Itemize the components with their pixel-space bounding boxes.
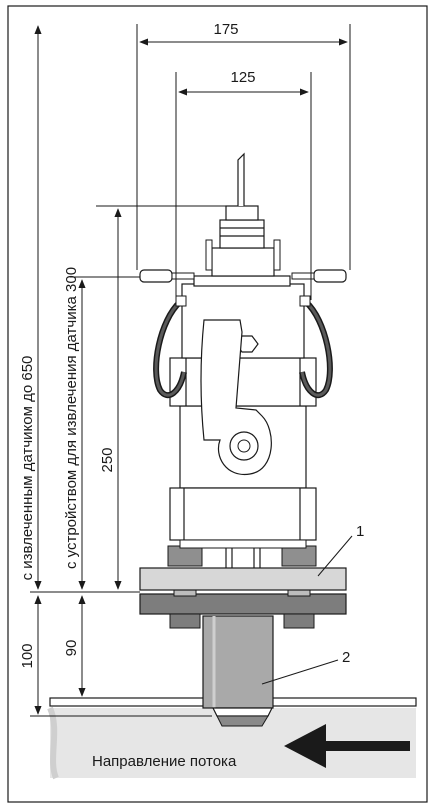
hoses [153,295,333,399]
callout-1-label: 1 [356,523,364,540]
flow-arrow-icon [284,724,410,768]
dimension-250-label: 250 [99,447,116,472]
dimension-175 [136,24,351,270]
callout-1 [317,535,353,577]
dimension-250 [96,205,226,590]
lever [200,319,272,476]
dimension-650-label: с извлеченным датчиком до 650 [19,356,36,581]
callout-2 [261,659,339,685]
lower-flange [139,589,347,629]
dimension-100 [30,595,212,717]
dimension-300-label: с устройством для извлечения датчика 300 [63,267,80,569]
dimension-300 [70,276,140,590]
upper-flange [139,545,347,591]
callout-2-label: 2 [342,649,350,666]
pipe-section [202,615,274,727]
dimension-175-label: 175 [213,21,238,38]
outer-frame [7,5,428,803]
sensor-body [169,152,317,549]
dimension-125-label: 125 [230,69,255,86]
dimension-90-label: 90 [63,640,80,657]
dimension-125 [175,72,312,300]
side-handles [139,269,347,283]
flow-direction-label: Направление потока [92,753,237,770]
dimension-100-label: 100 [19,643,36,668]
